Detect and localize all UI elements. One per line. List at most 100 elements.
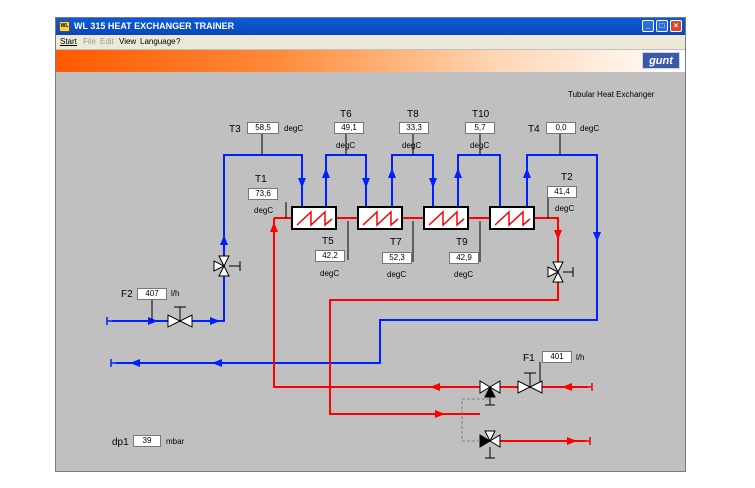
arrow-icon	[322, 168, 330, 178]
cold-pipe-t6	[325, 154, 367, 206]
arrow-icon	[212, 359, 222, 367]
menu-edit[interactable]: Edit	[100, 37, 114, 46]
window-title: WL 315 HEAT EXCHANGER TRAINER	[74, 21, 235, 31]
valve-f1-manual[interactable]	[517, 372, 543, 394]
t6-unit: degC	[336, 141, 356, 150]
t7-unit: degC	[387, 270, 407, 279]
f2-value: 407	[137, 288, 167, 300]
menu-file[interactable]: File	[83, 37, 96, 46]
t6-value: 49,1	[334, 122, 364, 134]
t3-label: T3	[229, 124, 241, 135]
arrow-icon	[362, 178, 370, 188]
t7-value: 52,3	[382, 252, 412, 264]
t8-unit: degC	[402, 141, 422, 150]
arrow-icon	[298, 178, 306, 188]
t4-unit: degC	[580, 124, 600, 133]
minimize-button[interactable]: _	[642, 20, 654, 32]
t8-label: T8	[407, 109, 419, 120]
minimize-icon: _	[645, 21, 651, 30]
app-icon: WL	[59, 21, 70, 32]
cold-inlet-connector	[106, 317, 112, 325]
arrow-icon	[429, 178, 437, 188]
f1-value: 401	[542, 351, 572, 363]
menu-view[interactable]: View	[119, 37, 137, 46]
t5-label: T5	[322, 236, 334, 247]
maximize-button[interactable]: □	[656, 20, 668, 32]
three-way-valve-mix-upper[interactable]	[479, 380, 501, 406]
t1-value: 73,6	[248, 188, 278, 200]
three-way-valve-mix-lower[interactable]	[479, 430, 501, 459]
arrow-icon	[148, 317, 158, 325]
hot-t2-down	[329, 282, 559, 415]
menu-start[interactable]: Start	[60, 37, 77, 46]
arrow-icon	[270, 222, 278, 232]
arrow-icon	[210, 317, 220, 325]
three-way-valve-cold[interactable]	[213, 255, 241, 277]
menu-language[interactable]: Language	[140, 37, 176, 46]
cold-pipe-t8	[391, 154, 434, 206]
t3-unit: degC	[284, 124, 304, 133]
hot-return-line	[273, 218, 480, 388]
close-button[interactable]: ×	[670, 20, 682, 32]
dp1-value: 39	[133, 435, 161, 447]
menu-help[interactable]: ?	[176, 37, 181, 46]
header-banner	[56, 50, 685, 72]
t7-label: T7	[390, 237, 402, 248]
title-bar[interactable]: WL WL 315 HEAT EXCHANGER TRAINER _ □ ×	[56, 18, 685, 35]
arrow-icon	[435, 410, 445, 418]
t2-label: T2	[561, 172, 573, 183]
menu-bar: Start File Edit View Language ?	[56, 35, 685, 49]
f2-label: F2	[121, 289, 133, 300]
cold-connectors	[106, 317, 116, 367]
cold-pipe-t10	[457, 154, 501, 206]
dp1-label: dp1	[112, 437, 129, 448]
f2-unit: l/h	[171, 289, 180, 298]
hot-inlet-connector	[588, 383, 593, 391]
t9-unit: degC	[454, 270, 474, 279]
arrow-icon	[388, 168, 396, 178]
t1-label: T1	[255, 174, 267, 185]
three-way-valve-hot[interactable]	[547, 261, 574, 283]
close-icon: ×	[673, 21, 679, 30]
arrow-icon	[593, 232, 601, 242]
hot-connectors	[586, 383, 593, 445]
arrow-icon	[454, 168, 462, 178]
maximize-icon: □	[659, 21, 665, 30]
t1-unit: degC	[254, 206, 274, 215]
t4-value: 0,0	[546, 122, 576, 134]
cold-flow-arrows	[130, 168, 601, 367]
valve-f2-manual[interactable]	[167, 306, 193, 328]
diagram-title: Tubular Heat Exchanger	[568, 90, 655, 99]
f1-unit: l/h	[576, 353, 585, 362]
t9-label: T9	[456, 237, 468, 248]
main-window: WL WL 315 HEAT EXCHANGER TRAINER _ □ × S…	[55, 17, 686, 472]
arrow-icon	[523, 168, 531, 178]
arrow-icon	[554, 230, 562, 240]
t10-value: 5,7	[465, 122, 495, 134]
arrow-icon	[567, 437, 577, 445]
t8-value: 33,3	[399, 122, 429, 134]
hot-flow-arrows	[270, 222, 577, 445]
arrow-icon	[220, 235, 228, 245]
t9-value: 42,9	[449, 252, 479, 264]
t2-unit: degC	[555, 204, 575, 213]
exchanger-module-4	[489, 206, 535, 230]
hot-water-circuit	[273, 217, 588, 442]
arrow-icon	[130, 359, 140, 367]
arrow-icon	[562, 383, 572, 391]
heat-exchanger-modules	[291, 206, 535, 230]
t4-label: T4	[528, 124, 540, 135]
exchanger-module-2	[357, 206, 403, 230]
gunt-logo: gunt	[642, 52, 680, 69]
hot-outlet-connector	[586, 437, 591, 445]
t5-value: 42,2	[315, 250, 345, 262]
cold-water-circuit	[112, 154, 598, 364]
arrow-icon	[430, 383, 440, 391]
t10-unit: degC	[470, 141, 490, 150]
t6-label: T6	[340, 109, 352, 120]
cold-pipe-t4	[116, 154, 598, 364]
dp1-unit: mbar	[166, 437, 185, 446]
f1-label: F1	[523, 353, 535, 364]
cold-outlet-connector	[110, 359, 116, 367]
